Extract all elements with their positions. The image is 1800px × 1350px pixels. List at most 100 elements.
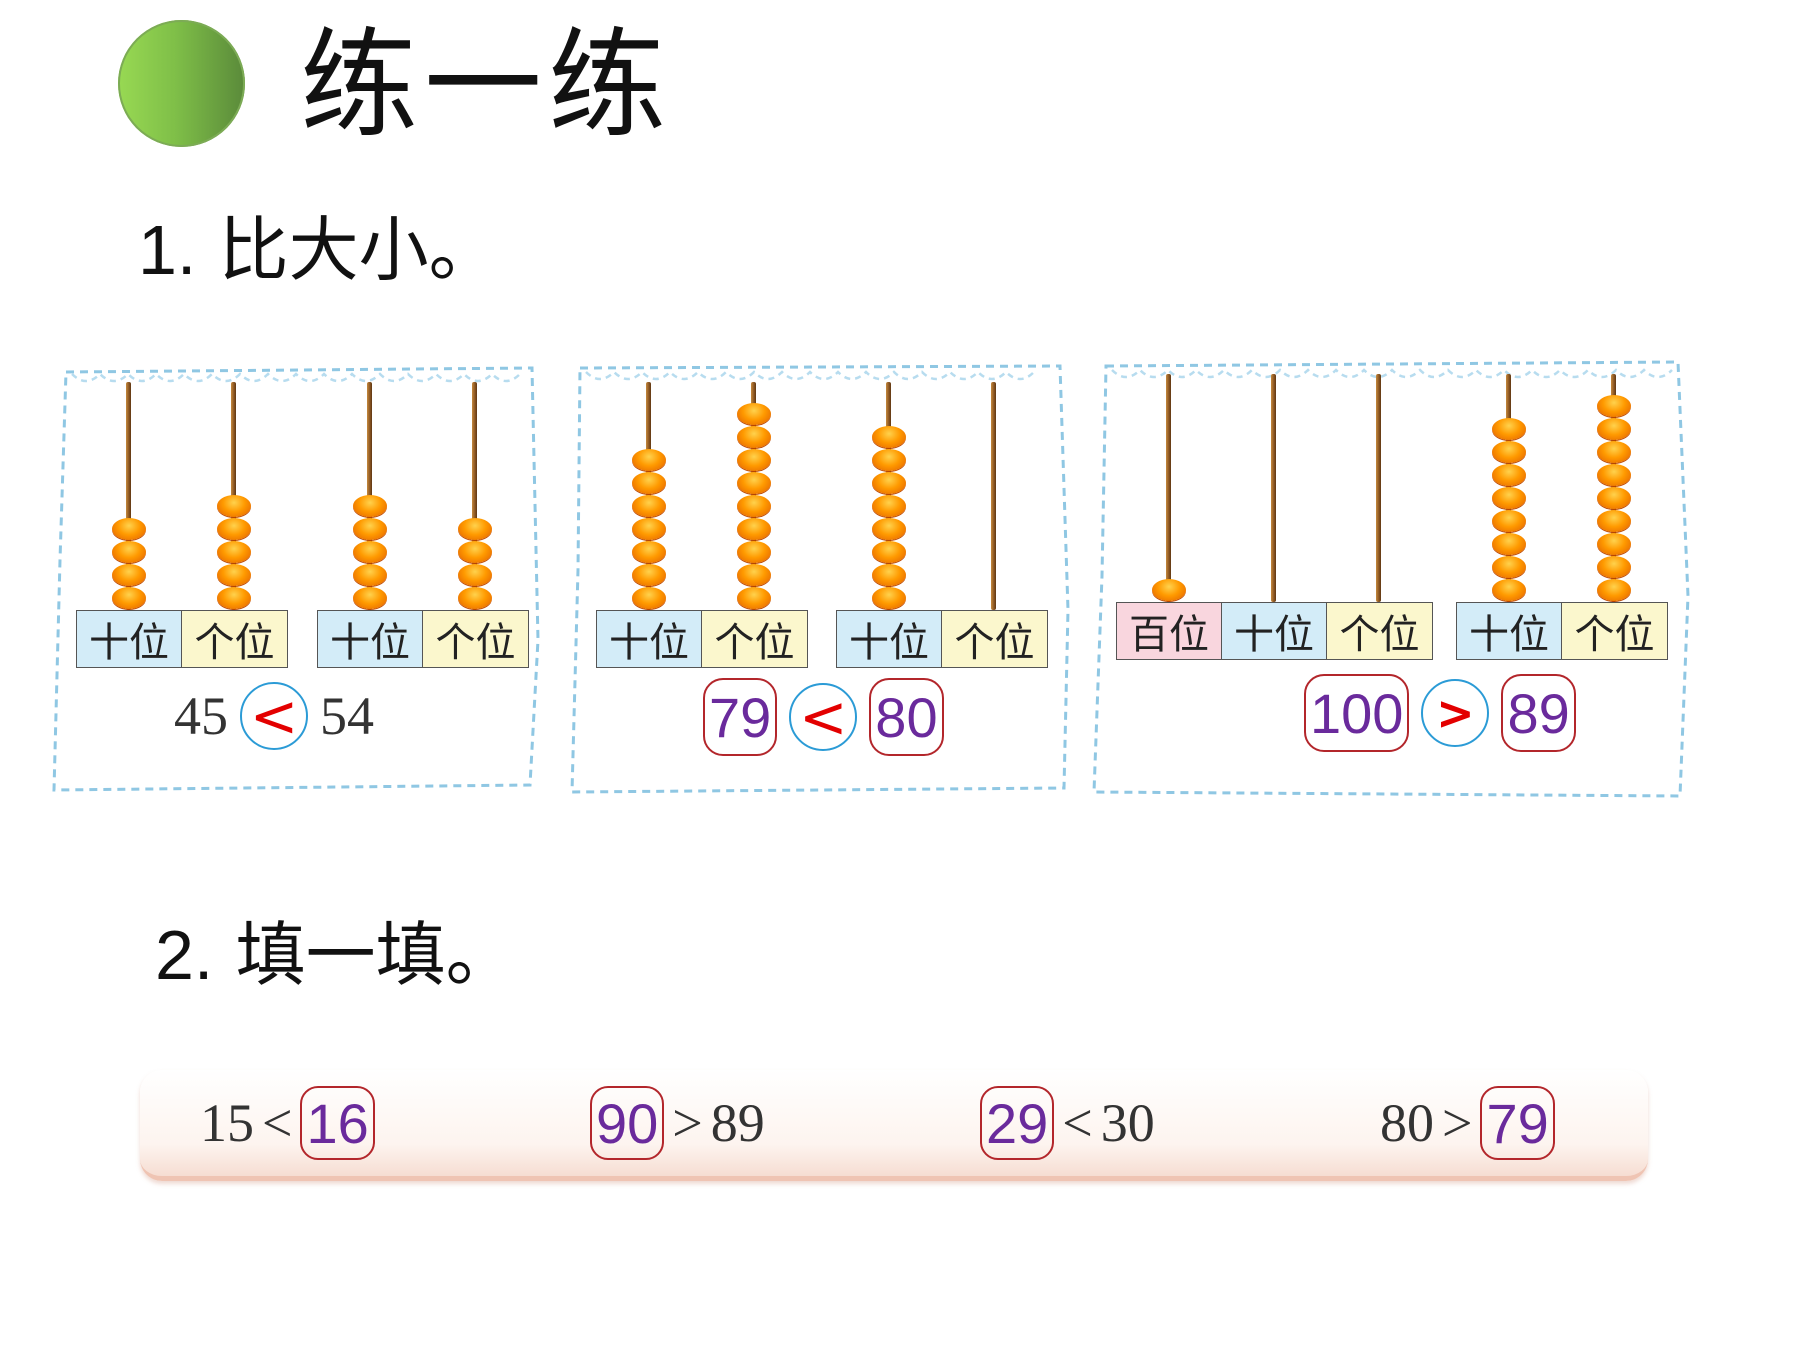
place-value-labels: 十位个位: [76, 610, 288, 668]
abacus-bead: [1596, 487, 1631, 509]
abacus-bead: [352, 541, 387, 563]
compare-panel-2: 十位个位 十位个位 79 < 80: [568, 360, 1073, 795]
abacus-bead: [352, 564, 387, 586]
section-1-number: 1.: [138, 211, 197, 289]
abacus-bead: [871, 518, 906, 540]
abacus-bead: [631, 472, 666, 494]
abacus-bead: [216, 495, 251, 517]
place-label-tens: 十位: [837, 611, 942, 667]
abacus-bead: [216, 587, 251, 609]
place-value-labels: 百位十位个位: [1116, 602, 1433, 660]
abacus-rod-hundreds: [1166, 374, 1171, 602]
abacus-bead: [1596, 533, 1631, 555]
abacus-bead: [1596, 418, 1631, 440]
abacus-bead: [1151, 579, 1186, 601]
fill-in-strip: [140, 1070, 1648, 1181]
abacus-bead: [1491, 556, 1526, 578]
place-label-ones: 个位: [942, 611, 1047, 667]
abacus-bead: [352, 587, 387, 609]
abacus-bead: [871, 495, 906, 517]
place-label-ones: 个位: [702, 611, 807, 667]
abacus-bead: [631, 495, 666, 517]
compare-symbol: >: [1442, 1093, 1473, 1153]
abacus-bead: [457, 541, 492, 563]
given-number: 89: [710, 1093, 765, 1153]
place-value-labels: 十位个位: [317, 610, 529, 668]
abacus-bead: [1596, 441, 1631, 463]
place-label-tens: 十位: [77, 611, 182, 667]
abacus-bead: [631, 541, 666, 563]
abacus-bead: [736, 472, 771, 494]
abacus-bead: [457, 564, 492, 586]
abacus-bead: [736, 541, 771, 563]
compare-symbol: <: [1062, 1093, 1093, 1153]
abacus-bead: [457, 587, 492, 609]
place-label-ones: 个位: [423, 611, 528, 667]
section-1-title: 1. 比大小。: [138, 210, 499, 290]
abacus-bead: [111, 541, 146, 563]
abacus-bead: [1491, 418, 1526, 440]
place-label-tens: 十位: [1222, 603, 1327, 659]
abacus-bead: [736, 587, 771, 609]
answer-box[interactable]: 16: [300, 1086, 375, 1160]
section-1-label: 比大小。: [218, 209, 499, 291]
place-value-labels: 十位个位: [596, 610, 808, 668]
abacus-bead: [871, 472, 906, 494]
fill-item-1: 15 < 16: [200, 1078, 375, 1168]
right-number: 54: [320, 686, 374, 746]
place-label-ones: 个位: [1562, 603, 1667, 659]
abacus-bead: [216, 541, 251, 563]
abacus-bead: [111, 518, 146, 540]
abacus-bead: [457, 518, 492, 540]
left-answer-box[interactable]: 79: [703, 678, 778, 756]
abacus-bead: [871, 541, 906, 563]
panel-frame: [52, 366, 540, 792]
abacus-bead: [352, 495, 387, 517]
left-answer-box[interactable]: 100: [1304, 674, 1410, 752]
abacus-bead: [1596, 510, 1631, 532]
fill-item-4: 80 > 79: [1380, 1078, 1555, 1168]
abacus-rod-tens: [1271, 374, 1276, 602]
answer-box[interactable]: 90: [590, 1086, 665, 1160]
right-answer-box[interactable]: 89: [1501, 674, 1576, 752]
section-2-title: 2. 填一填。: [155, 915, 516, 995]
abacus-bead: [871, 426, 906, 448]
right-answer-box[interactable]: 80: [869, 678, 944, 756]
abacus-bead: [352, 518, 387, 540]
left-number: 45: [174, 686, 228, 746]
panel-frame: [1092, 360, 1690, 798]
abacus-bead: [111, 587, 146, 609]
abacus-bead: [736, 495, 771, 517]
answer-symbol[interactable]: <: [240, 682, 308, 750]
answer-box[interactable]: 29: [980, 1086, 1055, 1160]
compare-symbol: <: [262, 1093, 293, 1153]
abacus-bead: [631, 587, 666, 609]
abacus-rod-ones: [991, 382, 996, 610]
abacus-bead: [1596, 395, 1631, 417]
place-value-labels: 十位个位: [1456, 602, 1668, 660]
fill-item-2: 90 > 89: [590, 1078, 765, 1168]
place-label-tens: 十位: [318, 611, 423, 667]
abacus-bead: [1491, 464, 1526, 486]
abacus-rod-ones: [472, 382, 477, 610]
abacus-bead: [736, 426, 771, 448]
place-label-ones: 个位: [182, 611, 287, 667]
section-2-number: 2.: [155, 916, 214, 994]
comparison: 100 > 89: [1304, 674, 1576, 752]
answer-box[interactable]: 79: [1480, 1086, 1555, 1160]
answer-symbol[interactable]: >: [1421, 679, 1490, 747]
abacus-bead: [736, 449, 771, 471]
abacus-bead: [1491, 441, 1526, 463]
title-bullet-icon: [118, 20, 245, 147]
place-label-tens: 十位: [597, 611, 702, 667]
abacus-bead: [1491, 533, 1526, 555]
abacus-bead: [631, 518, 666, 540]
compare-panel-3: 百位十位个位 十位个位 100 > 89: [1092, 356, 1692, 801]
abacus-bead: [216, 564, 251, 586]
abacus-bead: [1596, 464, 1631, 486]
abacus-bead: [871, 587, 906, 609]
answer-symbol[interactable]: <: [789, 683, 858, 751]
compare-symbol: >: [672, 1093, 703, 1153]
abacus-rod-ones: [1376, 374, 1381, 602]
abacus-bead: [1596, 579, 1631, 601]
